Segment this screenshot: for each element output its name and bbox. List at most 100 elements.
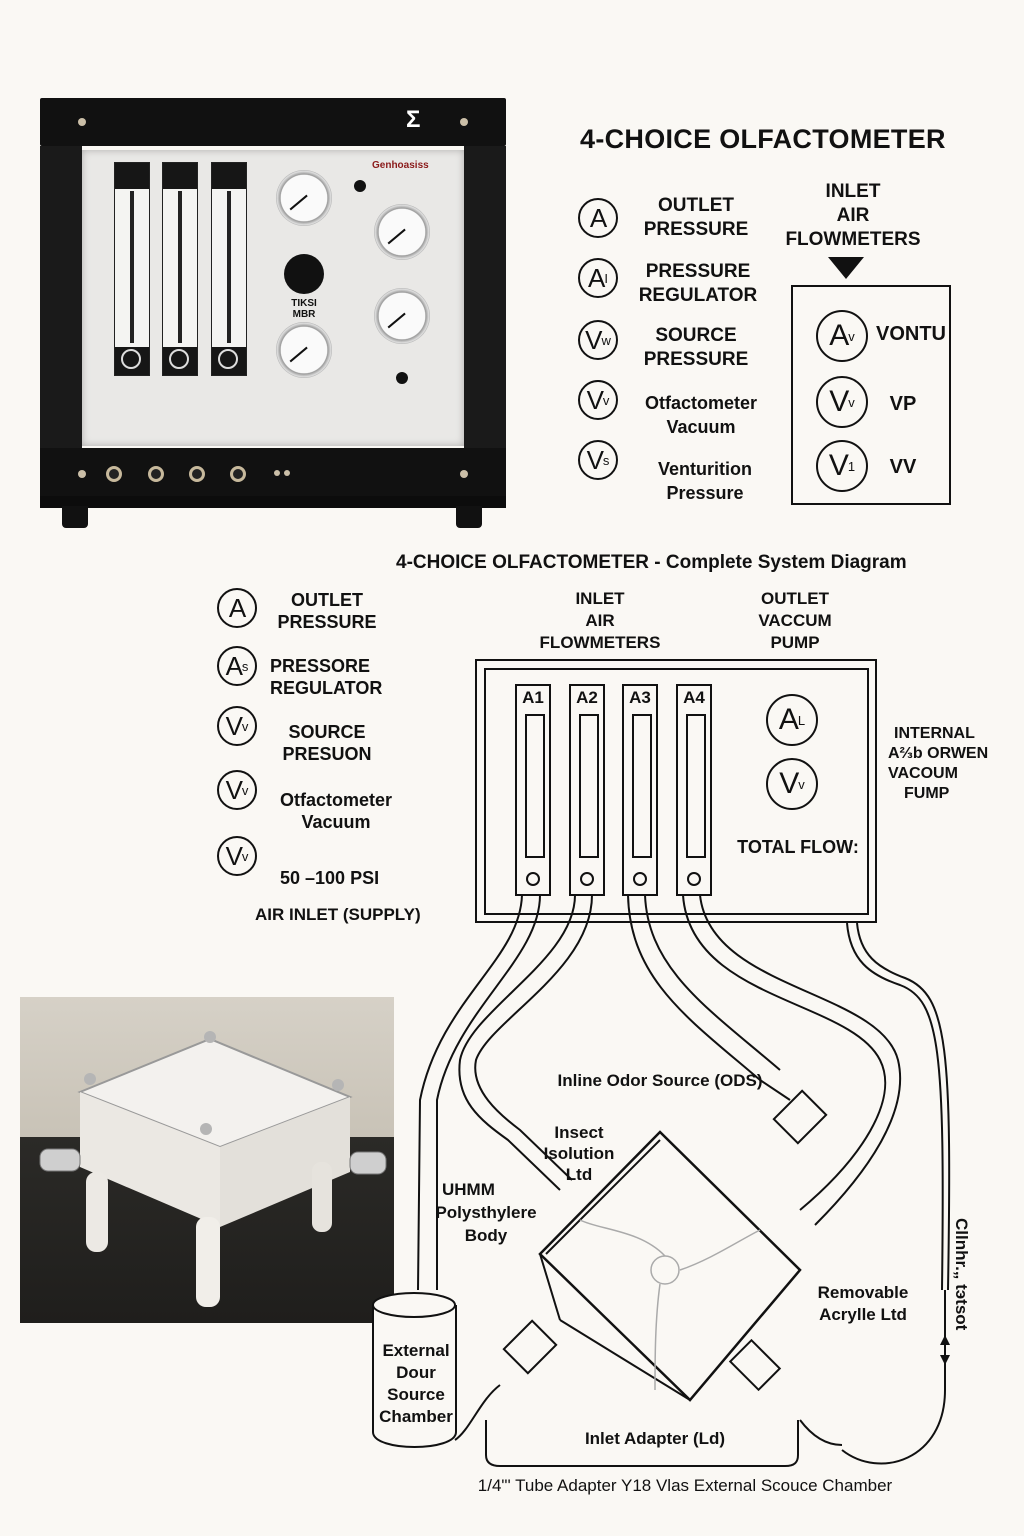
external-chamber [372, 1305, 457, 1448]
pressure-gauge-icon [374, 288, 430, 344]
control-unit-inner [484, 668, 869, 915]
pressure-gauge-icon [374, 204, 430, 260]
flowmeter-knob-icon [121, 349, 141, 369]
tube-a3 [627, 894, 791, 1101]
inlet-adapter-label: Inlet Adapter (Ld) [584, 1429, 726, 1448]
led-icon [284, 470, 290, 476]
diagram-title: 4-CHOICE OLFACTOMETER - Complete System … [396, 552, 907, 573]
control-knob-icon [284, 254, 324, 294]
led-icon [274, 470, 280, 476]
inlet-item-label: VV [889, 456, 917, 478]
air-inlet-label: AIR INLET (SUPPLY) [255, 905, 421, 924]
screw-icon [460, 118, 468, 126]
air-port-icon [230, 466, 246, 482]
air-port-icon [189, 466, 205, 482]
inline-odor-source-label: Inline Odor Source (ODS) [557, 1071, 763, 1090]
total-flow-label: TOTAL FLOW: [737, 837, 859, 857]
gauge-symbol-icon: A [578, 198, 618, 238]
pressure-gauge-icon [276, 322, 332, 378]
device-flowmeter-2 [162, 162, 198, 376]
air-port-icon [148, 466, 164, 482]
screw-icon [78, 470, 86, 478]
footer-caption: 1/4"' Tube Adapter Y18 Vlas External Sco… [477, 1476, 893, 1495]
knob-icon [526, 872, 540, 886]
inlet-item-label: VP [889, 393, 917, 415]
center-label: TIKSI MBR [291, 298, 317, 320]
vacuum-line [846, 922, 944, 1291]
olfactometer-device-photo: Σ TIKSI MBR Genhoasiss [40, 98, 506, 528]
arena-photo [20, 997, 394, 1323]
indicator-button-icon [354, 180, 366, 192]
air-port-icon [106, 466, 122, 482]
screw-icon [460, 470, 468, 478]
device-top-rail [40, 98, 506, 146]
knob-icon [687, 872, 701, 886]
device-foot [62, 506, 88, 528]
supply-pressure: 50 –100 PSI [280, 868, 380, 888]
flowmeter-a3: A3 [622, 684, 658, 896]
indicator-button-icon [396, 372, 408, 384]
pressure-gauge-icon [276, 170, 332, 226]
arena-body [538, 1130, 802, 1402]
device-base [40, 496, 506, 508]
side-tube-label: Cllnhr.„ tэtsot [952, 1218, 971, 1331]
flowmeter-a2: A2 [569, 684, 605, 896]
device-right-frame [464, 146, 506, 448]
flowmeter-knob-icon [169, 349, 189, 369]
sigma-logo: Σ [406, 106, 421, 133]
down-arrow-icon [828, 257, 864, 279]
device-left-frame [40, 146, 82, 448]
side-tube [841, 1290, 946, 1465]
device-foot [456, 506, 482, 528]
device-flowmeter-3 [211, 162, 247, 376]
control-unit-box [475, 659, 877, 923]
screw-icon [78, 118, 86, 126]
brand-label: Genhoasiss [372, 160, 429, 171]
tube-a4 [682, 894, 887, 1211]
tube-a1 [417, 894, 523, 1291]
tube-a2 [458, 894, 576, 1191]
flowmeter-a1: A1 [515, 684, 551, 896]
inlet-item-label: VONTU [876, 323, 946, 345]
page-title: 4-CHOICE OLFACTOMETER [580, 124, 946, 154]
inlet-flowmeter-panel [791, 285, 951, 505]
knob-icon [580, 872, 594, 886]
knob-icon [633, 872, 647, 886]
device-flowmeter-1 [114, 162, 150, 376]
device-front-panel: TIKSI MBR Genhoasiss [82, 150, 464, 446]
arena-illustration [39, 1031, 387, 1307]
flowmeter-knob-icon [218, 349, 238, 369]
gauge-symbol-icon: A [217, 588, 257, 628]
flowmeter-a4: A4 [676, 684, 712, 896]
